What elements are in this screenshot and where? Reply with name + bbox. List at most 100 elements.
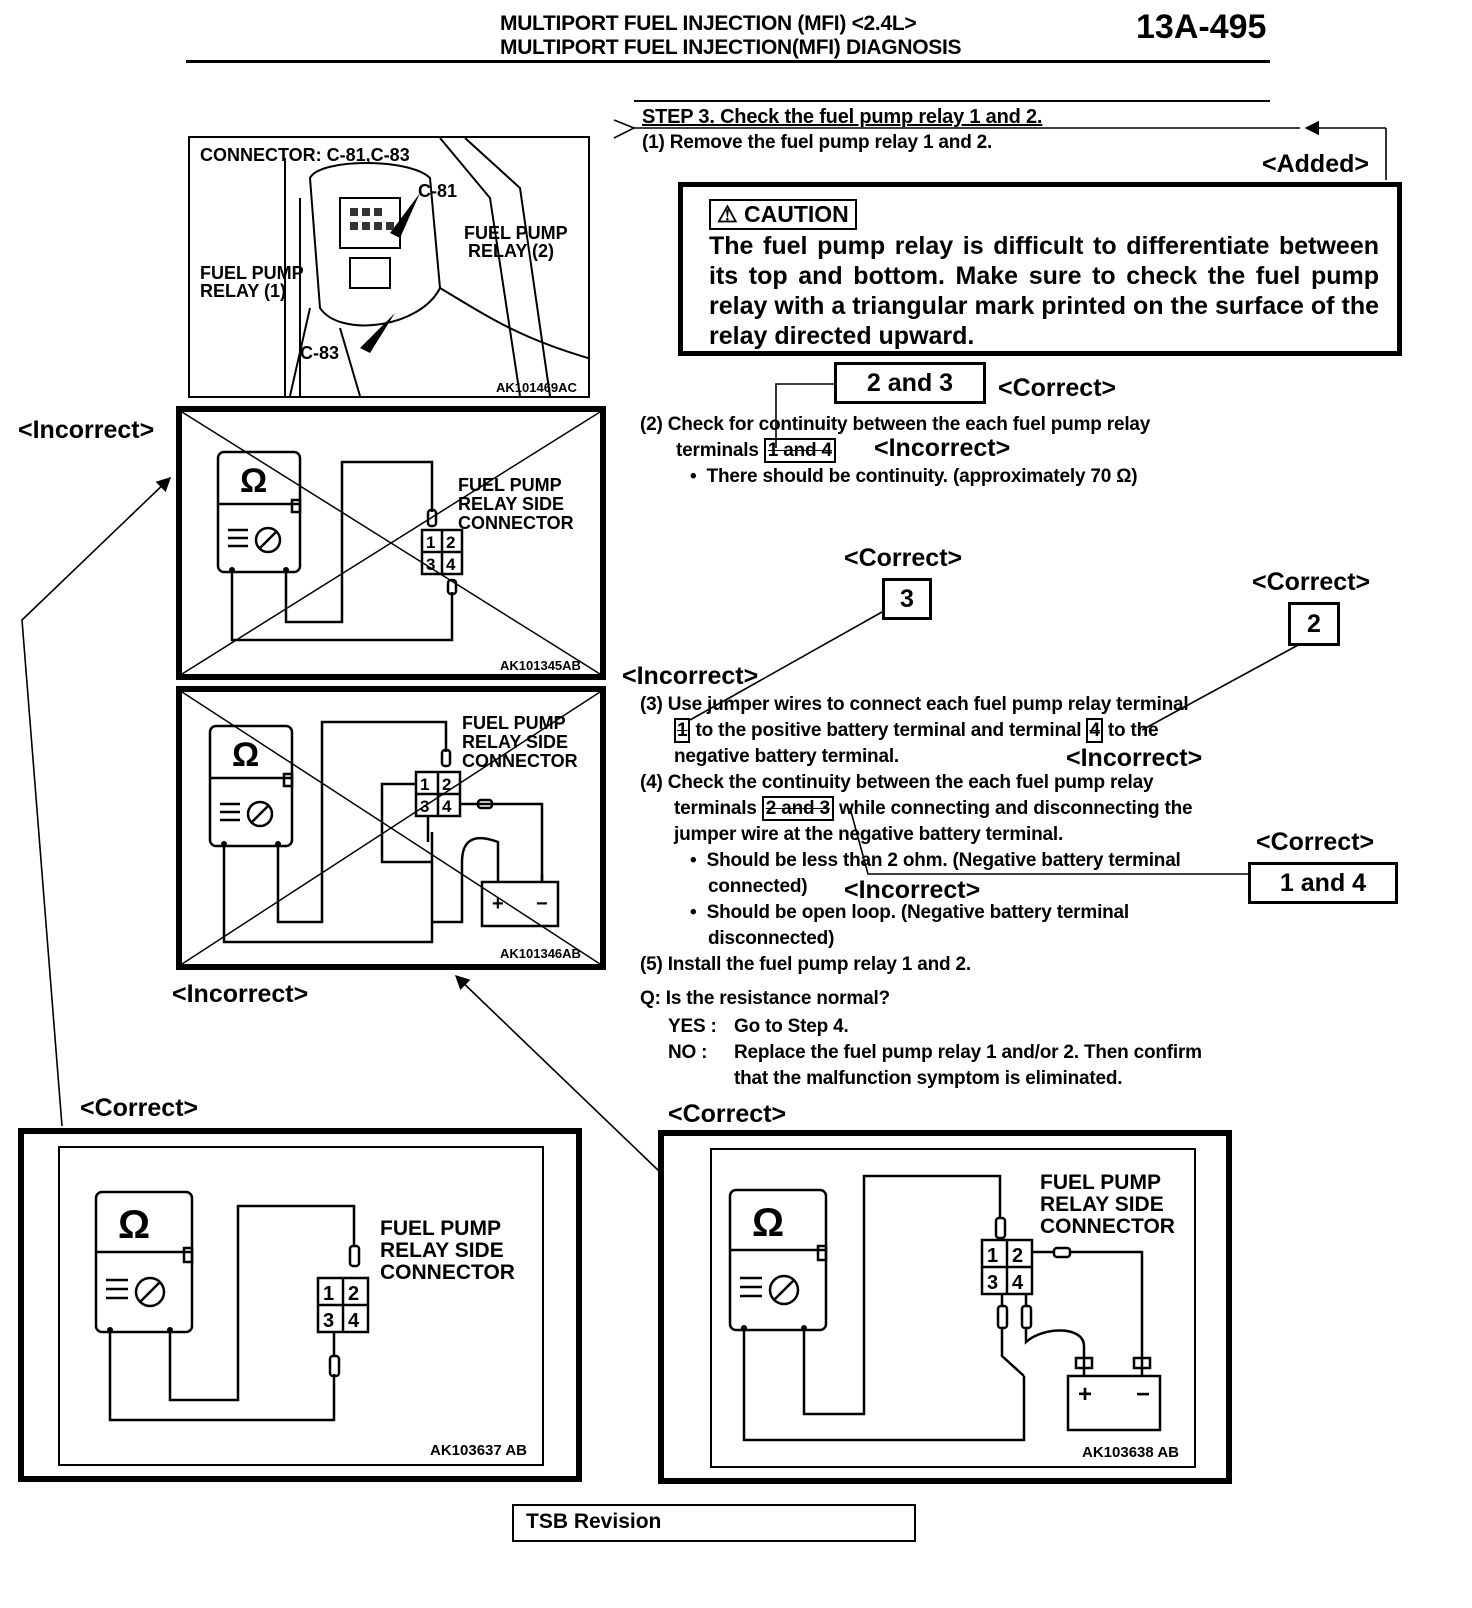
- figure-code-old1: AK101345AB: [500, 658, 581, 673]
- incorrect-label-item3b: <Incorrect>: [1066, 744, 1203, 772]
- svg-text:+: +: [1078, 1381, 1092, 1408]
- correct-label-fig4: <Correct>: [668, 1100, 787, 1128]
- step-item-2-line2: terminals 1 and 4: [676, 438, 836, 464]
- step-item-3-line3: negative battery terminal.: [674, 746, 899, 767]
- step-item-5: (5) Install the fuel pump relay 1 and 2.: [640, 954, 971, 975]
- svg-text:Ω: Ω: [118, 1203, 150, 1247]
- step-item-4-bullet2-line2: disconnected): [708, 928, 835, 949]
- new-figure-battery: Ω 1 2 3 4 + − FUEL PUMP RELAY SIDE CONNE…: [658, 1130, 1232, 1484]
- correction-box-2: 2: [1288, 602, 1340, 646]
- step-item-4-line2: terminals 2 and 3 while connecting and d…: [674, 796, 1193, 821]
- svg-text:4: 4: [446, 555, 456, 574]
- incorrect-label-item4: <Incorrect>: [844, 876, 981, 904]
- incorrect-label-item3: <Incorrect>: [622, 662, 759, 690]
- step-item-4-bullet1-line2: connected): [708, 876, 808, 897]
- old-figure-battery: Ω 1 2 3 4 + − FUEL PUMP RELAY SIDE CONNE…: [176, 686, 606, 970]
- tsb-revision-box: TSB Revision: [512, 1504, 916, 1542]
- c81-label: C-81: [418, 181, 458, 201]
- header-title-line1: MULTIPORT FUEL INJECTION (MFI) <2.4L>: [500, 12, 917, 35]
- figure-code-location: AK101469AC: [496, 380, 577, 395]
- step-item-3-line1: (3) Use jumper wires to connect each fue…: [640, 694, 1189, 715]
- svg-text:Ω: Ω: [752, 1201, 784, 1245]
- step-item-4-line1: (4) Check the continuity between the eac…: [640, 772, 1154, 793]
- new1-side-line1: FUEL PUMP: [380, 1217, 501, 1240]
- correct-label-fig3: <Correct>: [80, 1094, 199, 1122]
- svg-text:2: 2: [446, 533, 455, 552]
- no-text-line1: Replace the fuel pump relay 1 and/or 2. …: [734, 1042, 1202, 1063]
- relay2-label-line1: FUEL PUMP: [464, 223, 568, 243]
- struck-terminal-1: 1: [674, 718, 691, 743]
- old2-side-line3: CONNECTOR: [462, 751, 578, 771]
- step-item-2-line1: (2) Check for continuity between the eac…: [640, 414, 1151, 435]
- engine-bay-sketch: [284, 138, 588, 396]
- svg-text:4: 4: [348, 1310, 360, 1332]
- page-number: 13A-495: [1136, 8, 1267, 46]
- new2-side-line2: RELAY SIDE: [1040, 1193, 1164, 1216]
- step-item-4-line3: jumper wire at the negative battery term…: [674, 824, 1064, 845]
- svg-text:2: 2: [1012, 1245, 1023, 1267]
- correct-label-1and4: <Correct>: [1256, 828, 1375, 856]
- svg-text:Ω: Ω: [232, 736, 259, 774]
- added-label: <Added>: [1262, 150, 1369, 178]
- svg-text:4: 4: [1012, 1272, 1024, 1294]
- header-title-line2: MULTIPORT FUEL INJECTION(MFI) DIAGNOSIS: [500, 36, 962, 59]
- old2-side-line1: FUEL PUMP: [462, 713, 566, 733]
- new-figure-continuity-drawing: Ω 1 2 3 4: [94, 1190, 370, 1422]
- connector-location-figure: CONNECTOR: C-81,C-83 C-81 FUEL PUMP RELA…: [188, 136, 590, 398]
- svg-text:−: −: [536, 893, 548, 915]
- svg-text:3: 3: [987, 1272, 998, 1294]
- correction-box-1and4: 1 and 4: [1248, 862, 1398, 904]
- old-figure-continuity-drawing: Ω 1 2 3 4: [182, 412, 600, 674]
- no-label: NO :: [668, 1042, 708, 1063]
- figure-code-new2: AK103638 AB: [1082, 1444, 1179, 1461]
- svg-text:2: 2: [348, 1283, 359, 1305]
- step-item-4-bullet1-line1: • Should be less than 2 ohm. (Negative b…: [690, 850, 1181, 871]
- svg-text:1: 1: [987, 1245, 998, 1267]
- incorrect-label-fig1: <Incorrect>: [18, 416, 155, 444]
- relay1-label-line2: RELAY (1): [200, 281, 287, 301]
- old2-side-line2: RELAY SIDE: [462, 732, 569, 752]
- incorrect-label-fig2: <Incorrect>: [172, 980, 309, 1008]
- new1-side-line2: RELAY SIDE: [380, 1239, 504, 1262]
- old1-side-line1: FUEL PUMP: [458, 475, 562, 495]
- step-item-1: (1) Remove the fuel pump relay 1 and 2.: [642, 132, 993, 153]
- svg-text:1: 1: [420, 775, 429, 794]
- correction-box-3: 3: [882, 578, 932, 620]
- svg-text:1: 1: [426, 533, 435, 552]
- new1-side-line3: CONNECTOR: [380, 1261, 515, 1284]
- figure-code-new1: AK103637 AB: [430, 1442, 527, 1459]
- old-figure-continuity: Ω 1 2 3 4 FUEL PUMP RELAY SIDE CONNECTOR…: [176, 406, 606, 680]
- relay2-label-line2: RELAY (2): [468, 241, 555, 261]
- svg-text:3: 3: [323, 1310, 334, 1332]
- relay1-label-line1: FUEL PUMP: [200, 263, 304, 283]
- old-figure-battery-drawing: Ω 1 2 3 4 + −: [182, 692, 600, 964]
- svg-text:+: +: [492, 893, 504, 915]
- old1-side-line2: RELAY SIDE: [458, 494, 565, 514]
- warning-triangle-icon: ⚠: [717, 201, 738, 227]
- caution-text: The fuel pump relay is difficult to diff…: [709, 232, 1379, 350]
- figure-code-old2: AK101346AB: [500, 946, 581, 961]
- question: Q: Is the resistance normal?: [640, 988, 890, 1009]
- step-item-2-bullet: • There should be continuity. (approxima…: [690, 466, 1138, 487]
- yes-text: Go to Step 4.: [734, 1016, 849, 1037]
- new2-side-line1: FUEL PUMP: [1040, 1171, 1161, 1194]
- no-text-line2: that the malfunction symptom is eliminat…: [734, 1068, 1123, 1089]
- svg-text:3: 3: [426, 555, 435, 574]
- svg-text:1: 1: [323, 1283, 334, 1305]
- yes-label: YES :: [668, 1016, 717, 1037]
- svg-text:2: 2: [442, 775, 451, 794]
- ohm-symbol: Ω: [240, 462, 267, 500]
- old1-side-line3: CONNECTOR: [458, 513, 574, 533]
- caution-title: ⚠ CAUTION: [709, 199, 857, 230]
- svg-text:4: 4: [442, 797, 452, 816]
- new-figure-continuity: Ω 1 2 3 4 FUEL PUMP RELAY SIDE CONNECTOR…: [18, 1128, 582, 1482]
- struck-terminal-4: 4: [1086, 718, 1103, 743]
- new2-side-line3: CONNECTOR: [1040, 1215, 1175, 1238]
- step-rule: [634, 100, 1270, 102]
- correct-label-2and3: <Correct>: [998, 374, 1117, 402]
- connector-label: CONNECTOR: C-81,C-83: [200, 145, 410, 165]
- svg-text:−: −: [1136, 1381, 1150, 1408]
- c83-label: C-83: [300, 343, 340, 363]
- struck-terminals-2and3: 2 and 3: [761, 796, 834, 821]
- correct-label-3: <Correct>: [844, 544, 963, 572]
